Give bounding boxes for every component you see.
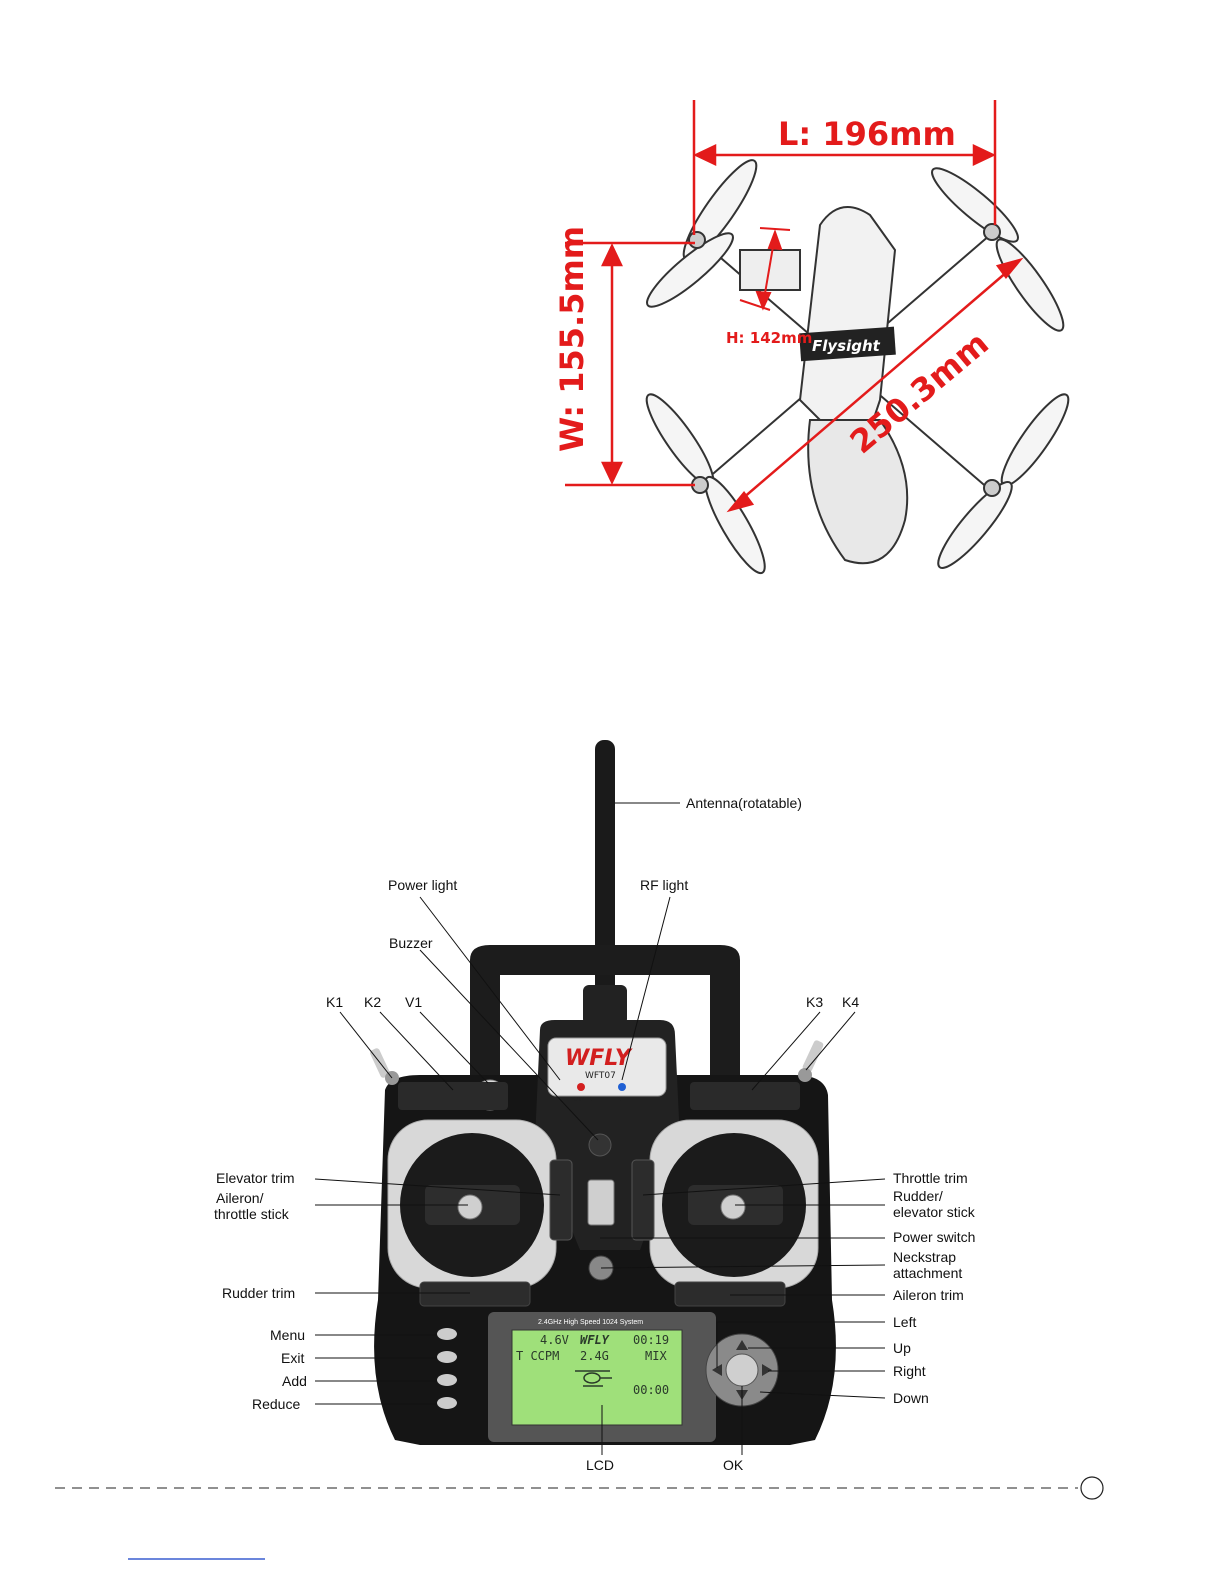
menu-button[interactable] — [437, 1328, 457, 1340]
rudder-trim[interactable] — [419, 1281, 531, 1307]
lcd-brand: WFLY — [580, 1333, 610, 1347]
lcd-mode: T CCPM — [516, 1349, 559, 1363]
k4-callout: K4 — [842, 994, 859, 1010]
throttle-trim[interactable] — [631, 1159, 655, 1241]
ok-callout: OK — [723, 1457, 744, 1473]
lcd-callout: LCD — [586, 1457, 614, 1473]
lcd-time-bottom: 00:00 — [633, 1383, 669, 1397]
left-stick-gimbal — [387, 1119, 557, 1289]
dpad-up-icon[interactable] — [736, 1340, 748, 1350]
exit-callout: Exit — [281, 1350, 304, 1366]
rf-light — [618, 1083, 626, 1091]
add-button[interactable] — [437, 1374, 457, 1386]
switch-k1[interactable] — [369, 1047, 399, 1085]
dpad-right-icon[interactable] — [762, 1364, 772, 1376]
power-switch[interactable] — [587, 1179, 615, 1226]
k2-callout: K2 — [364, 994, 381, 1010]
power-switch-callout: Power switch — [893, 1229, 975, 1245]
dpad-left-icon[interactable] — [712, 1364, 722, 1376]
neckstrap-callout-line1: Neckstrap — [893, 1249, 956, 1265]
lcd-time-top: 00:19 — [633, 1333, 669, 1347]
model-label: WFT07 — [585, 1071, 616, 1081]
buzzer — [588, 1133, 612, 1157]
reduce-callout: Reduce — [252, 1396, 300, 1412]
k1-callout: K1 — [326, 994, 343, 1010]
power-light-callout: Power light — [388, 877, 457, 893]
lcd-banner: 2.4GHz High Speed 1024 System — [538, 1319, 643, 1326]
rudder-elevator-callout-line2: elevator stick — [893, 1204, 976, 1220]
v1-callout: V1 — [405, 994, 422, 1010]
brand-logo: WFLY — [565, 1046, 633, 1071]
exit-button[interactable] — [437, 1351, 457, 1363]
lcd-voltage: 4.6V — [540, 1333, 569, 1347]
lcd-mix: MIX — [645, 1349, 667, 1363]
right-callout: Right — [893, 1363, 926, 1379]
neckstrap-callout-line2: attachment — [893, 1265, 962, 1281]
drone-body — [798, 206, 909, 565]
lcd-band: 2.4G — [580, 1349, 609, 1363]
lcd-helicopter-icon — [575, 1370, 612, 1387]
aileron-trim[interactable] — [674, 1281, 786, 1307]
lcd-screen — [511, 1329, 683, 1426]
drone-logo: Flysight — [812, 337, 881, 355]
elevator-trim[interactable] — [549, 1159, 573, 1241]
up-callout: Up — [893, 1340, 911, 1356]
rf-led-text: RF — [617, 1096, 625, 1103]
length-dimension-label: L: 196mm — [778, 115, 956, 153]
k3-callout: K3 — [806, 994, 823, 1010]
elevator-trim-callout: Elevator trim — [216, 1170, 295, 1186]
height-dimension-label: H: 142mm — [726, 329, 812, 347]
ok-button[interactable] — [725, 1353, 759, 1387]
throttle-trim-callout: Throttle trim — [893, 1170, 968, 1186]
add-callout: Add — [282, 1373, 307, 1389]
drone-diagram: Flysight L: 196mm W: 155.5mm H: 142mm 25… — [553, 100, 1070, 575]
menu-callout: Menu — [270, 1327, 305, 1343]
width-dimension-label: W: 155.5mm — [553, 226, 591, 452]
rudder-elevator-callout-line1: Rudder/ — [893, 1188, 943, 1204]
aileron-trim-callout: Aileron trim — [893, 1287, 964, 1303]
aileron-throttle-stick[interactable] — [457, 1194, 483, 1220]
rf-light-callout: RF light — [640, 877, 688, 893]
power-light — [577, 1083, 585, 1091]
reduce-button[interactable] — [437, 1397, 457, 1409]
rudder-elevator-stick[interactable] — [720, 1194, 746, 1220]
down-callout: Down — [893, 1390, 929, 1406]
buzzer-callout: Buzzer — [389, 935, 433, 951]
aileron-throttle-callout-line2: throttle stick — [214, 1206, 290, 1222]
power-led-text: POWER — [570, 1096, 592, 1103]
rudder-trim-callout: Rudder trim — [222, 1285, 295, 1301]
left-callout: Left — [893, 1314, 916, 1330]
switch-k4[interactable] — [798, 1039, 824, 1082]
aileron-throttle-callout-line1: Aileron/ — [216, 1190, 264, 1206]
page-number-circle — [1080, 1476, 1104, 1500]
right-stick-gimbal — [649, 1119, 819, 1289]
antenna — [583, 740, 627, 1025]
antenna-callout: Antenna(rotatable) — [686, 795, 802, 811]
